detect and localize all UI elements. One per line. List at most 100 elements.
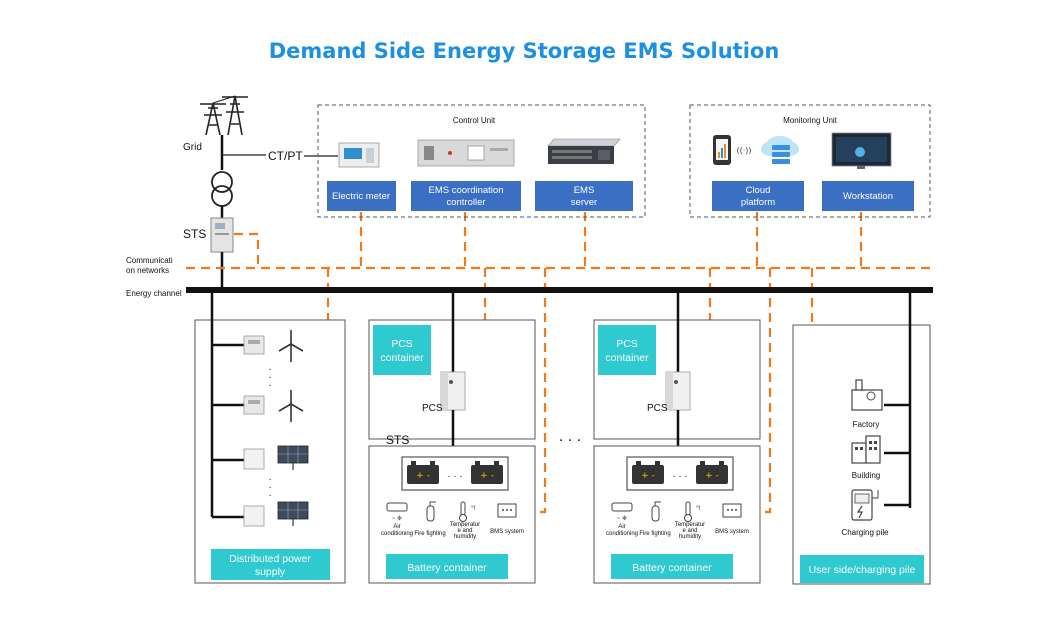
temp-label-line2: e and xyxy=(457,528,472,534)
svg-text:°f: °f xyxy=(696,506,700,512)
bms-icon xyxy=(497,503,517,518)
user-side-button[interactable] xyxy=(800,555,924,583)
ems-server-button[interactable] xyxy=(535,181,633,211)
pcs-container-line1: PCS xyxy=(391,338,413,350)
battery-container-label: Battery container xyxy=(632,562,712,574)
transformer-icon xyxy=(211,171,233,207)
dg-ellipsis-5: · xyxy=(268,482,271,493)
battery-ellipsis: · · · xyxy=(447,471,463,482)
battery-container-button[interactable] xyxy=(386,554,508,579)
charging-pile-label: Charging pile xyxy=(841,528,889,537)
cloud-platform-button[interactable] xyxy=(712,181,804,211)
battery-container-label: Battery container xyxy=(407,562,487,574)
pcs-container-line1: PCS xyxy=(616,338,638,350)
dg-ellipsis-2: · xyxy=(268,372,271,383)
air-conditioning-icon: ~ ✻ xyxy=(386,502,408,522)
pcs-label: PCS xyxy=(647,403,668,414)
ems-controller-icon xyxy=(417,139,515,167)
electric-meter-button[interactable] xyxy=(327,181,396,211)
battery-ellipsis: · · · xyxy=(672,471,688,482)
svg-text:+ -: + - xyxy=(416,471,430,481)
battery-container-button[interactable] xyxy=(611,554,733,579)
battery-icon: + - + - xyxy=(407,461,503,484)
pcs-container-line2: container xyxy=(380,352,424,364)
air-label-line1: Air xyxy=(393,524,400,530)
ems-server-icon xyxy=(547,138,621,164)
distributed-power-label-line1: Distributed power xyxy=(229,553,311,565)
bms-icon xyxy=(722,503,742,518)
bms-label: BMS system xyxy=(490,529,524,535)
grid-tower-icon xyxy=(200,95,248,136)
fire-label: Fire fighting xyxy=(639,531,670,537)
dg-ellipsis-6: · xyxy=(268,490,271,501)
air-conditioning-icon: ~ ✻ xyxy=(611,502,633,522)
dg-ellipsis-4: · xyxy=(268,474,271,485)
temp-label-line3: humidity xyxy=(679,534,701,540)
energy-channel-label: Energy channel xyxy=(126,289,182,298)
pcs-container-tag xyxy=(373,325,431,375)
ems-controller-button[interactable] xyxy=(411,181,521,211)
temp-label-line1: Temperatur xyxy=(450,522,480,528)
pcs-label: PCS xyxy=(422,403,443,414)
building-icon xyxy=(851,435,881,464)
cloud-platform-icon: ((·)) xyxy=(713,135,799,165)
diagram-title: Demand Side Energy Storage EMS Solution xyxy=(269,39,780,63)
wind-turbine-icon xyxy=(278,330,304,422)
ems-server-label-line1: EMS xyxy=(574,185,595,196)
svg-text:+ -: + - xyxy=(641,471,655,481)
pcs-cabinet-icon xyxy=(665,371,691,411)
monitoring-unit-title: Monitoring Unit xyxy=(783,116,838,125)
electric-meter-icon xyxy=(338,142,380,168)
grid-label: Grid xyxy=(183,142,202,153)
solar-panel-icon xyxy=(277,445,309,526)
svg-text:+ -: + - xyxy=(705,471,719,481)
workstation-icon xyxy=(831,132,892,169)
factory-icon xyxy=(851,379,883,411)
comm-networks-label-line1: Communicati xyxy=(126,256,173,265)
distributed-power-label-line2: supply xyxy=(255,566,286,578)
pcs-cabinet-icon xyxy=(440,371,466,411)
user-side-label: User side/charging pile xyxy=(809,564,916,576)
dg-ellipsis-3: · xyxy=(268,380,271,391)
ems-server-label-line2: server xyxy=(571,197,597,208)
temp-label-line1: Temperatur xyxy=(675,522,705,528)
storage-block-2: PCS container PCS + - + - · · · ~ ✻ Air xyxy=(593,290,761,584)
control-unit-title: Control Unit xyxy=(453,116,496,125)
storage-ellipsis: . . . xyxy=(559,428,581,445)
ems-controller-label-line1: EMS coordination xyxy=(429,185,504,196)
temp-label-line2: e and xyxy=(682,528,697,534)
svg-text:((·)): ((·)) xyxy=(736,146,751,155)
cloud-platform-label-line2: platform xyxy=(741,197,775,208)
temp-label-line3: humidity xyxy=(454,534,476,540)
air-label-line1: Air xyxy=(618,524,625,530)
air-label-line2: conditioning xyxy=(606,531,638,537)
bms-label: BMS system xyxy=(715,529,749,535)
sts-cabinet-icon xyxy=(210,217,234,253)
svg-text:°f: °f xyxy=(471,506,475,512)
charging-pile-icon xyxy=(851,489,879,521)
svg-text:~ ✻: ~ ✻ xyxy=(617,515,627,522)
comm-networks-label-line2: on networks xyxy=(126,266,169,275)
dg-ellipsis-1: · xyxy=(268,364,271,375)
svg-text:+ -: + - xyxy=(480,471,494,481)
fire-extinguisher-icon xyxy=(426,501,436,522)
factory-label: Factory xyxy=(853,420,880,429)
thermometer-icon: °f xyxy=(459,501,475,522)
battery-icon: + - + - xyxy=(632,461,728,484)
wind-inverter-icon xyxy=(243,335,265,415)
distributed-power-button[interactable] xyxy=(211,549,330,580)
cloud-platform-label-line1: Cloud xyxy=(746,185,771,196)
sts-main-label: STS xyxy=(183,227,206,241)
pv-inverter-icon xyxy=(243,448,265,527)
air-label-line2: conditioning xyxy=(381,531,413,537)
building-label: Building xyxy=(852,471,880,480)
ems-controller-label-line2: controller xyxy=(446,197,485,208)
sts-label: STS xyxy=(386,433,409,447)
fire-extinguisher-icon xyxy=(651,501,661,522)
pcs-container-tag xyxy=(598,325,656,375)
ctpt-label: CT/PT xyxy=(268,149,303,163)
thermometer-icon: °f xyxy=(684,501,700,522)
monitoring-unit-box xyxy=(689,104,931,218)
workstation-button[interactable] xyxy=(822,181,914,211)
